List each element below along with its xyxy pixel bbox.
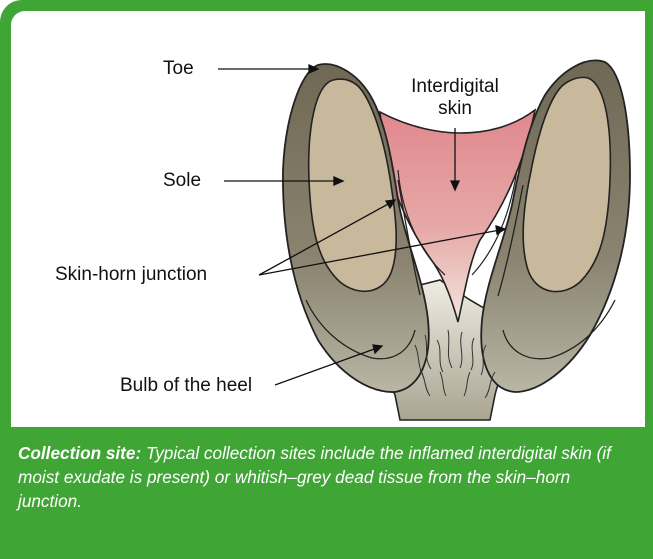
label-sole: Sole xyxy=(163,170,201,192)
caption-lead: Collection site: xyxy=(18,443,141,463)
caption: Collection site: Typical collection site… xyxy=(18,441,638,513)
label-toe: Toe xyxy=(163,58,194,80)
label-bulb-of-heel: Bulb of the heel xyxy=(120,375,252,397)
label-interdigital-line2: skin xyxy=(400,98,510,120)
label-interdigital-line1: Interdigital xyxy=(400,76,510,98)
label-skin-horn-junction: Skin-horn junction xyxy=(55,264,207,286)
label-interdigital-skin: Interdigital skin xyxy=(400,76,510,120)
